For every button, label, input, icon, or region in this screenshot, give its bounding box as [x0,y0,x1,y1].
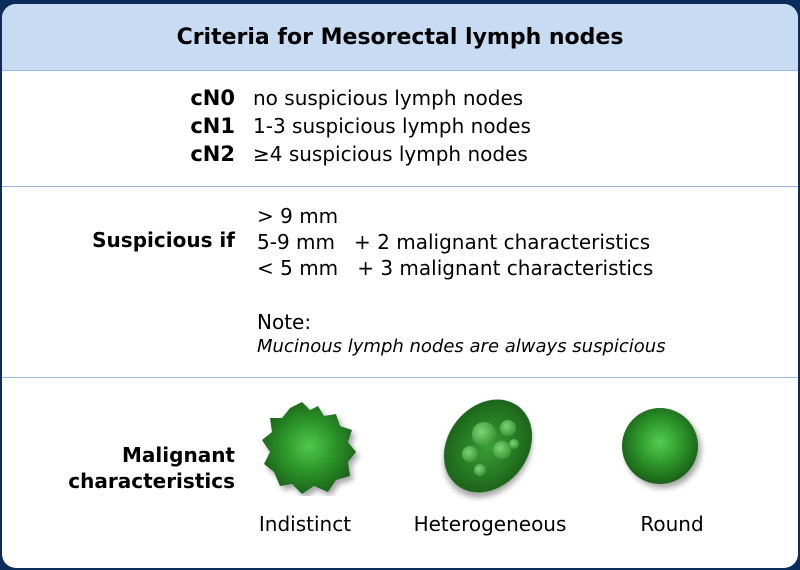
cn-code: cN2 [190,142,235,166]
cn-row: cN1 1-3 suspicious lymph nodes [2,114,798,142]
node-caption: Indistinct [258,512,352,536]
page-title: Criteria for Mesorectal lymph nodes [176,24,624,50]
round-node-icon [614,402,714,506]
suspicious-criterion: > 9 mm [257,204,339,228]
malignant-label-line: Malignant [122,443,235,467]
note-text: Mucinous lymph nodes are always suspicio… [257,336,666,357]
header: Criteria for Mesorectal lymph nodes [2,4,798,71]
node-caption: Round [640,512,704,536]
cn-row: cN0 no suspicious lymph nodes [2,86,798,114]
cn-row: cN2 ≥4 suspicious lymph nodes [2,142,798,170]
note-label: Note: [257,310,312,334]
indistinct-node-icon [252,396,372,500]
cn-description: 1-3 suspicious lymph nodes [253,114,531,138]
cn-description: ≥4 suspicious lymph nodes [253,142,528,166]
suspicious-criterion: 5-9 mm + 2 malignant characteristics [257,230,651,254]
cn-code: cN0 [190,86,235,110]
malignant-label-line: characteristics [68,469,235,493]
divider [2,377,798,378]
malignant-label: Malignant characteristics [15,442,235,494]
suspicious-label: Suspicious if [92,228,235,252]
suspicious-criterion: < 5 mm + 3 malignant characteristics [257,256,654,280]
cn-code: cN1 [190,114,235,138]
cn-description: no suspicious lymph nodes [253,86,524,110]
divider [2,186,798,187]
node-caption: Heterogeneous [413,512,567,536]
criteria-card: Criteria for Mesorectal lymph nodes cN0 … [2,4,798,568]
heterogeneous-node-icon [440,392,540,506]
